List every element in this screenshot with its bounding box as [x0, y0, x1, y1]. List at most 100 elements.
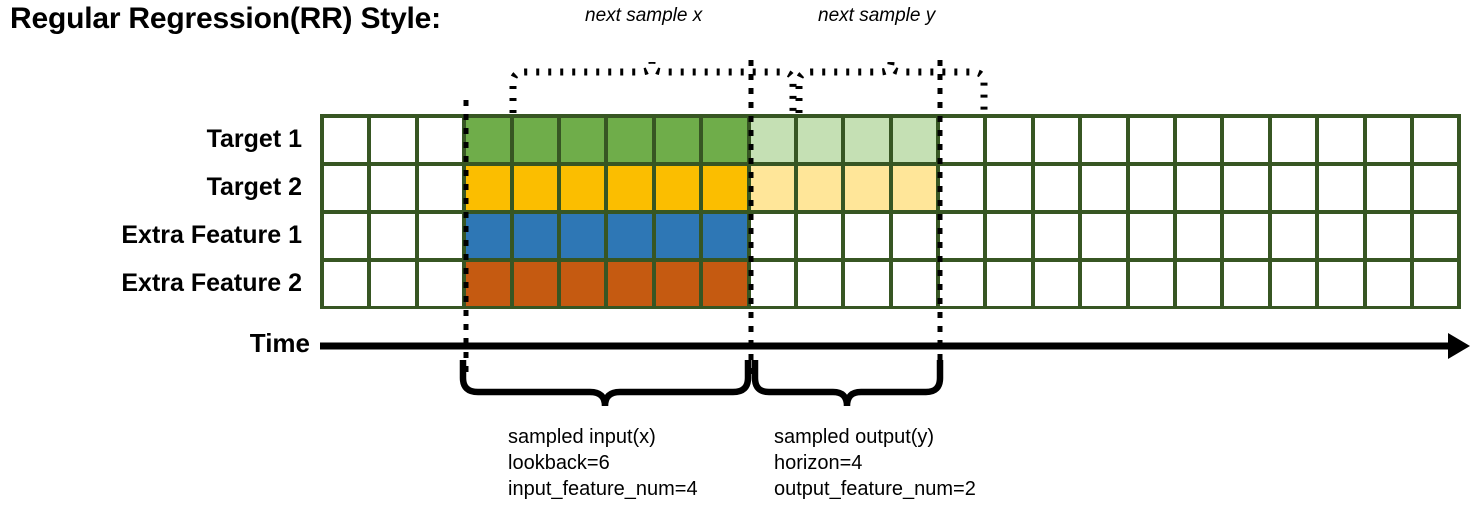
grid-cell-empty — [1224, 118, 1268, 162]
grid-cell-empty — [892, 262, 937, 306]
grid-row-0 — [324, 118, 1458, 162]
grid-cell-empty — [371, 118, 415, 162]
grid-cell-input — [655, 214, 700, 258]
grid-cell-empty — [845, 214, 889, 258]
grid-cell-empty — [750, 214, 794, 258]
grid-cell-empty — [371, 262, 415, 306]
grid-cell-empty — [940, 214, 984, 258]
grid-cell-empty — [371, 214, 415, 258]
grid-cell-empty — [1319, 262, 1363, 306]
grid-cell-empty — [1224, 262, 1268, 306]
grid-cell-empty — [1177, 118, 1221, 162]
grid-cell-empty — [1129, 166, 1174, 210]
grid-cell-empty — [1082, 118, 1126, 162]
grid-cell-empty — [1413, 214, 1458, 258]
grid-cell-input — [466, 214, 510, 258]
input-annotation-line3: input_feature_num=4 — [508, 478, 698, 500]
grid-cell-empty — [1034, 118, 1079, 162]
brace-bottom-output — [751, 360, 944, 407]
row-label-3: Extra Feature 2 — [121, 269, 302, 297]
input-annotation-line2: lookback=6 — [508, 452, 610, 474]
grid-cell-empty — [324, 166, 368, 210]
grid-cell-empty — [418, 262, 463, 306]
grid-cell-empty — [1129, 262, 1174, 306]
grid-cell-empty — [750, 262, 794, 306]
grid-cell-input — [608, 166, 652, 210]
row-label-0: Target 1 — [206, 125, 302, 153]
grid-cell-input — [655, 166, 700, 210]
grid-cell-empty — [1082, 262, 1126, 306]
grid-row-2 — [324, 214, 1458, 258]
grid-cell-output — [797, 166, 842, 210]
grid-cell-empty — [1319, 118, 1363, 162]
brace-top-output — [795, 61, 988, 113]
grid-cell-input — [703, 118, 747, 162]
grid-cell-input — [655, 262, 700, 306]
grid-cell-empty — [371, 166, 415, 210]
grid-cell-input — [560, 214, 605, 258]
grid-cell-empty — [324, 118, 368, 162]
grid-cell-empty — [418, 166, 463, 210]
grid-cell-empty — [1413, 166, 1458, 210]
next-sample-y-label: next sample y — [818, 5, 936, 26]
grid-cell-input — [703, 262, 747, 306]
brace-bottom-input — [459, 360, 752, 407]
grid-cell-input — [466, 262, 510, 306]
grid-cell-output — [750, 166, 794, 210]
grid-cell-input — [655, 118, 700, 162]
grid-cell-empty — [418, 118, 463, 162]
grid-cell-empty — [987, 118, 1031, 162]
grid-cell-empty — [418, 214, 463, 258]
grid-cell-empty — [1034, 262, 1079, 306]
grid-row-1 — [324, 166, 1458, 210]
grid-cell-empty — [324, 214, 368, 258]
grid-cell-empty — [797, 214, 842, 258]
grid-cell-output — [845, 118, 889, 162]
grid-cell-empty — [940, 262, 984, 306]
grid-cell-empty — [1177, 214, 1221, 258]
grid-cell-empty — [1271, 118, 1316, 162]
grid-cell-output — [797, 118, 842, 162]
next-sample-x-label: next sample x — [585, 5, 703, 26]
grid-cell-empty — [1413, 262, 1458, 306]
grid-cell-empty — [1034, 214, 1079, 258]
grid-cell-empty — [797, 262, 842, 306]
grid-cell-empty — [1319, 214, 1363, 258]
page-title: Regular Regression(RR) Style: — [10, 2, 441, 35]
output-annotation: sampled output(y) horizon=4 output_featu… — [774, 424, 976, 502]
grid-cell-input — [466, 118, 510, 162]
input-annotation: sampled input(x) lookback=6 input_featur… — [508, 424, 698, 502]
grid-cell-empty — [1129, 118, 1174, 162]
grid-cell-output — [892, 166, 937, 210]
grid-cell-output — [750, 118, 794, 162]
grid-cell-input — [608, 118, 652, 162]
grid-cell-empty — [1366, 262, 1410, 306]
grid-cell-empty — [324, 262, 368, 306]
grid-cell-empty — [1271, 262, 1316, 306]
grid-cell-input — [608, 262, 652, 306]
grid-cell-empty — [940, 166, 984, 210]
grid-cell-input — [513, 118, 557, 162]
output-annotation-line3: output_feature_num=2 — [774, 478, 976, 500]
output-annotation-line2: horizon=4 — [774, 452, 863, 474]
row-label-2: Extra Feature 1 — [121, 221, 302, 249]
grid-cell-empty — [987, 262, 1031, 306]
time-axis-label: Time — [249, 328, 310, 358]
grid-cell-empty — [940, 118, 984, 162]
grid-cell-input — [703, 214, 747, 258]
grid-cell-input — [513, 214, 557, 258]
grid-cell-empty — [1319, 166, 1363, 210]
grid-cell-empty — [1366, 166, 1410, 210]
grid-cell-empty — [1224, 166, 1268, 210]
grid-cell-input — [703, 166, 747, 210]
grid-cell-input — [513, 166, 557, 210]
grid-cell-empty — [1271, 166, 1316, 210]
grid-cell-empty — [1177, 166, 1221, 210]
output-annotation-line1: sampled output(y) — [774, 426, 935, 448]
grid-cell-empty — [987, 166, 1031, 210]
grid-cell-empty — [845, 262, 889, 306]
grid-cell-empty — [1366, 118, 1410, 162]
grid-cell-empty — [1082, 166, 1126, 210]
row-label-1: Target 2 — [206, 173, 302, 201]
